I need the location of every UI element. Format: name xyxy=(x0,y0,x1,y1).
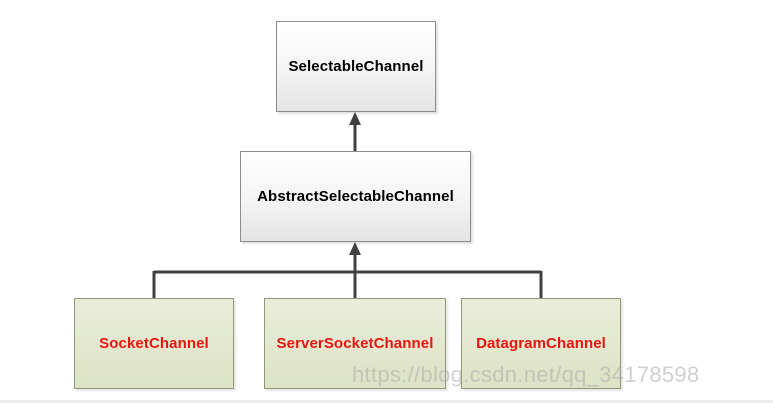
node-label: SelectableChannel xyxy=(288,58,424,75)
node-label: DatagramChannel xyxy=(476,335,606,352)
watermark-text: https://blog.csdn.net/qq_34178598 xyxy=(352,362,700,387)
node-label: SocketChannel xyxy=(99,335,209,352)
arrowhead-abstract xyxy=(349,242,361,255)
node-server-socket-channel: ServerSocketChannel xyxy=(264,298,446,389)
bottom-divider xyxy=(0,400,773,403)
node-abstract-selectable-channel: AbstractSelectableChannel xyxy=(240,151,471,242)
node-socket-channel: SocketChannel xyxy=(74,298,234,389)
node-label: ServerSocketChannel xyxy=(276,335,434,352)
arrowhead-selectable xyxy=(349,112,361,125)
node-label: AbstractSelectableChannel xyxy=(257,188,454,205)
node-selectable-channel: SelectableChannel xyxy=(276,21,436,112)
node-datagram-channel: DatagramChannel xyxy=(461,298,621,389)
